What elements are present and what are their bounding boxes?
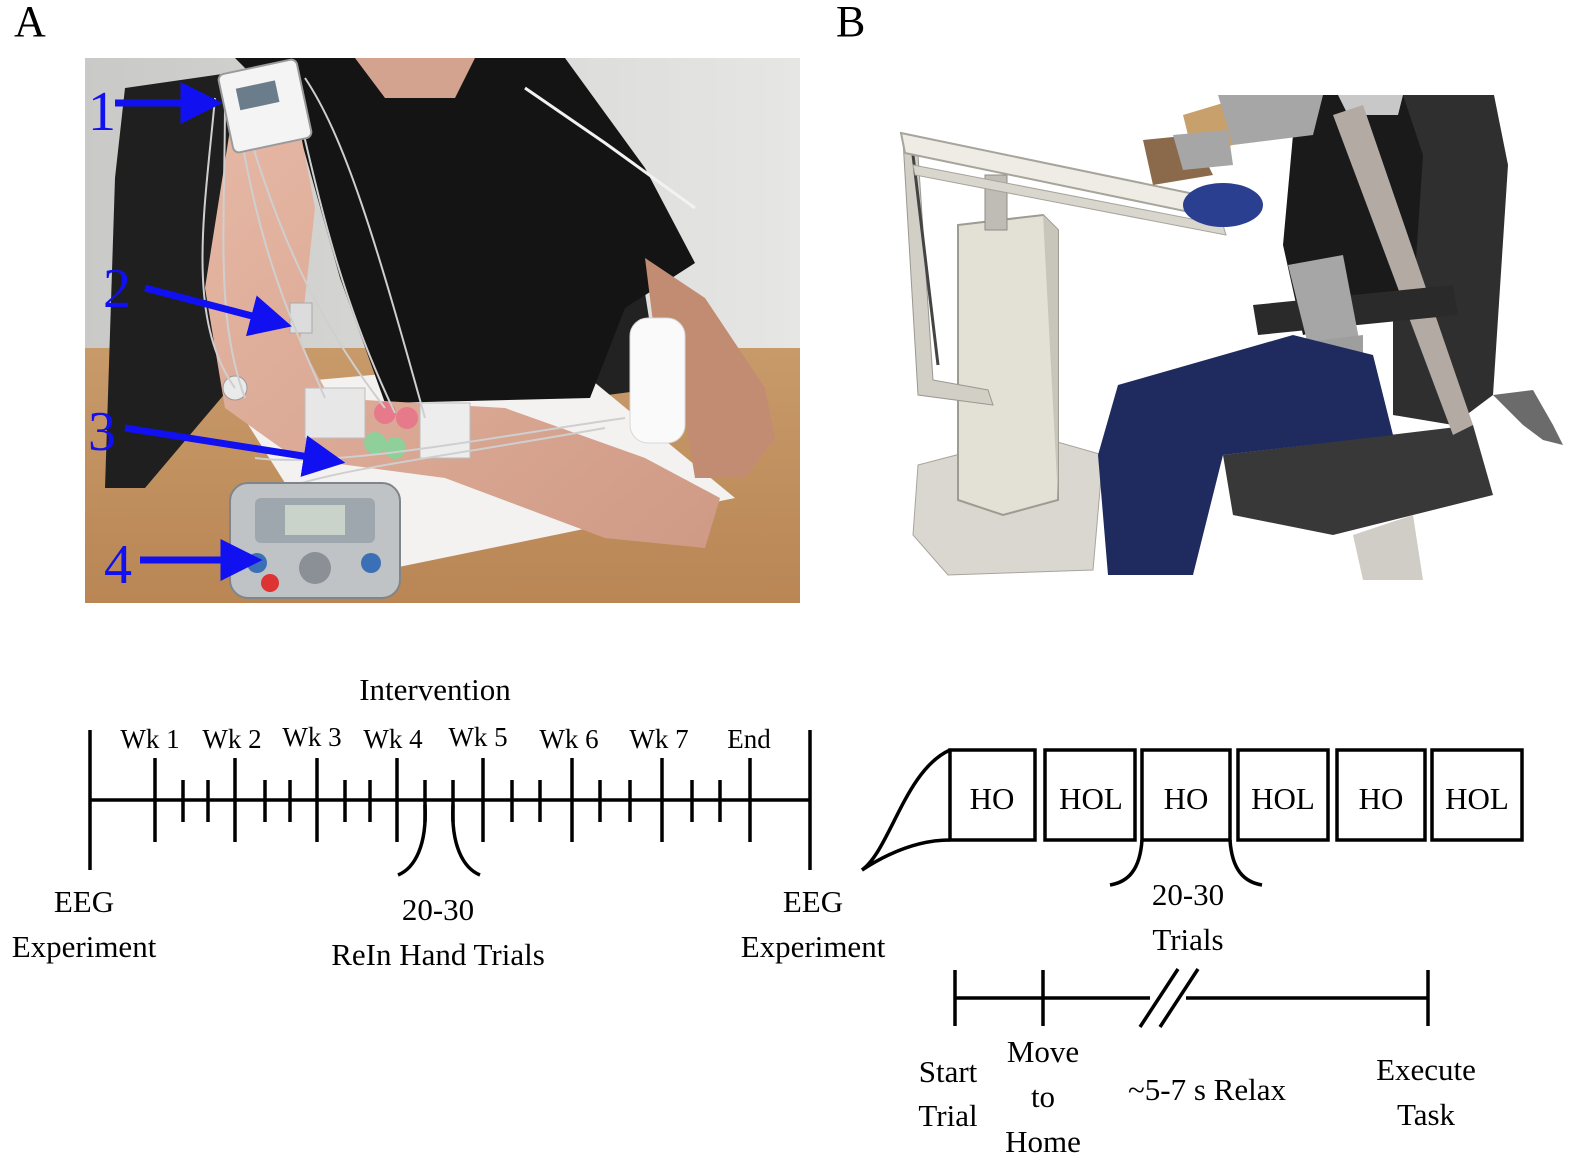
trials-bracket-right	[1228, 839, 1263, 887]
arrow-3	[124, 424, 346, 477]
week-label: Wk 3	[282, 722, 341, 752]
trial-break-mark	[1138, 968, 1200, 1028]
session-bracket-left	[397, 804, 427, 877]
block-hol-3	[1430, 748, 1524, 842]
end-eeg-label: EEG	[783, 884, 843, 919]
marker-2: 2	[103, 258, 131, 320]
start-eeg-label: EEG	[54, 884, 114, 919]
session-bracket-right	[451, 804, 481, 877]
phase-start-trial-line2: Trial	[918, 1098, 977, 1133]
photo-robot-setup	[893, 95, 1563, 580]
week-label: Wk 5	[448, 722, 507, 752]
phase-execute-task: Execute	[1376, 1052, 1476, 1087]
marker-4: 4	[104, 534, 132, 596]
week-label: Wk 1	[120, 724, 179, 754]
block-ho-1	[948, 748, 1037, 842]
arrow-2	[144, 284, 292, 337]
photo-robot-setup-drawing	[893, 95, 1563, 580]
marker-3: 3	[88, 401, 116, 463]
phase-move-home: Move	[1007, 1034, 1079, 1069]
start-eeg-label-line2: Experiment	[12, 929, 157, 964]
end-eeg-label-line2: Experiment	[741, 929, 886, 964]
panel-label-a: A	[14, 0, 46, 46]
week-label: Wk 2	[202, 724, 261, 754]
phase-execute-task-line2: Task	[1397, 1097, 1456, 1132]
marker-1: 1	[88, 81, 116, 143]
phase-start-trial: Start	[919, 1054, 978, 1089]
block-label: HO	[1164, 781, 1209, 816]
phase-relax: ~5-7 s Relax	[1128, 1072, 1286, 1107]
block-ho-2	[1140, 748, 1232, 842]
trials-count-label-line2: Trials	[1152, 922, 1223, 957]
session-count-label-line2: ReIn Hand Trials	[331, 937, 545, 972]
phase-move-home-line3: Home	[1005, 1124, 1081, 1157]
block-label: HO	[1359, 781, 1404, 816]
block-hol-1	[1043, 748, 1137, 842]
panel-label-b: B	[836, 0, 866, 46]
week-ticks	[153, 758, 752, 842]
block-labels: HO HOL HO HOL HO HOL	[970, 781, 1509, 816]
week-label: Wk 7	[629, 724, 688, 754]
block-label: HO	[970, 781, 1015, 816]
week-label: Wk 4	[363, 724, 423, 754]
block-ho-3	[1335, 748, 1427, 842]
block-label: HOL	[1445, 781, 1509, 816]
block-hol-2	[1236, 748, 1330, 842]
trials-count-label: 20-30	[1152, 877, 1224, 912]
trials-bracket-left	[1109, 839, 1144, 887]
block-label: HOL	[1251, 781, 1315, 816]
block-connector-bottom	[861, 838, 951, 872]
block-connector-top	[860, 748, 951, 872]
photo-electrode-setup	[85, 58, 800, 603]
session-count-label: 20-30	[402, 892, 474, 927]
week-labels: Wk 1 Wk 2 Wk 3 Wk 4 Wk 5 Wk 6 Wk 7 End	[120, 722, 771, 754]
trial-phase-labels: Start Trial Move to Home ~5-7 s Relax Ex…	[918, 1034, 1475, 1157]
intervention-title: Intervention	[359, 672, 511, 707]
week-label: Wk 6	[539, 724, 598, 754]
week-label: End	[727, 724, 771, 754]
block-label: HOL	[1059, 781, 1123, 816]
phase-move-home-line2: to	[1031, 1079, 1055, 1114]
photo-electrode-setup-drawing	[85, 58, 800, 603]
